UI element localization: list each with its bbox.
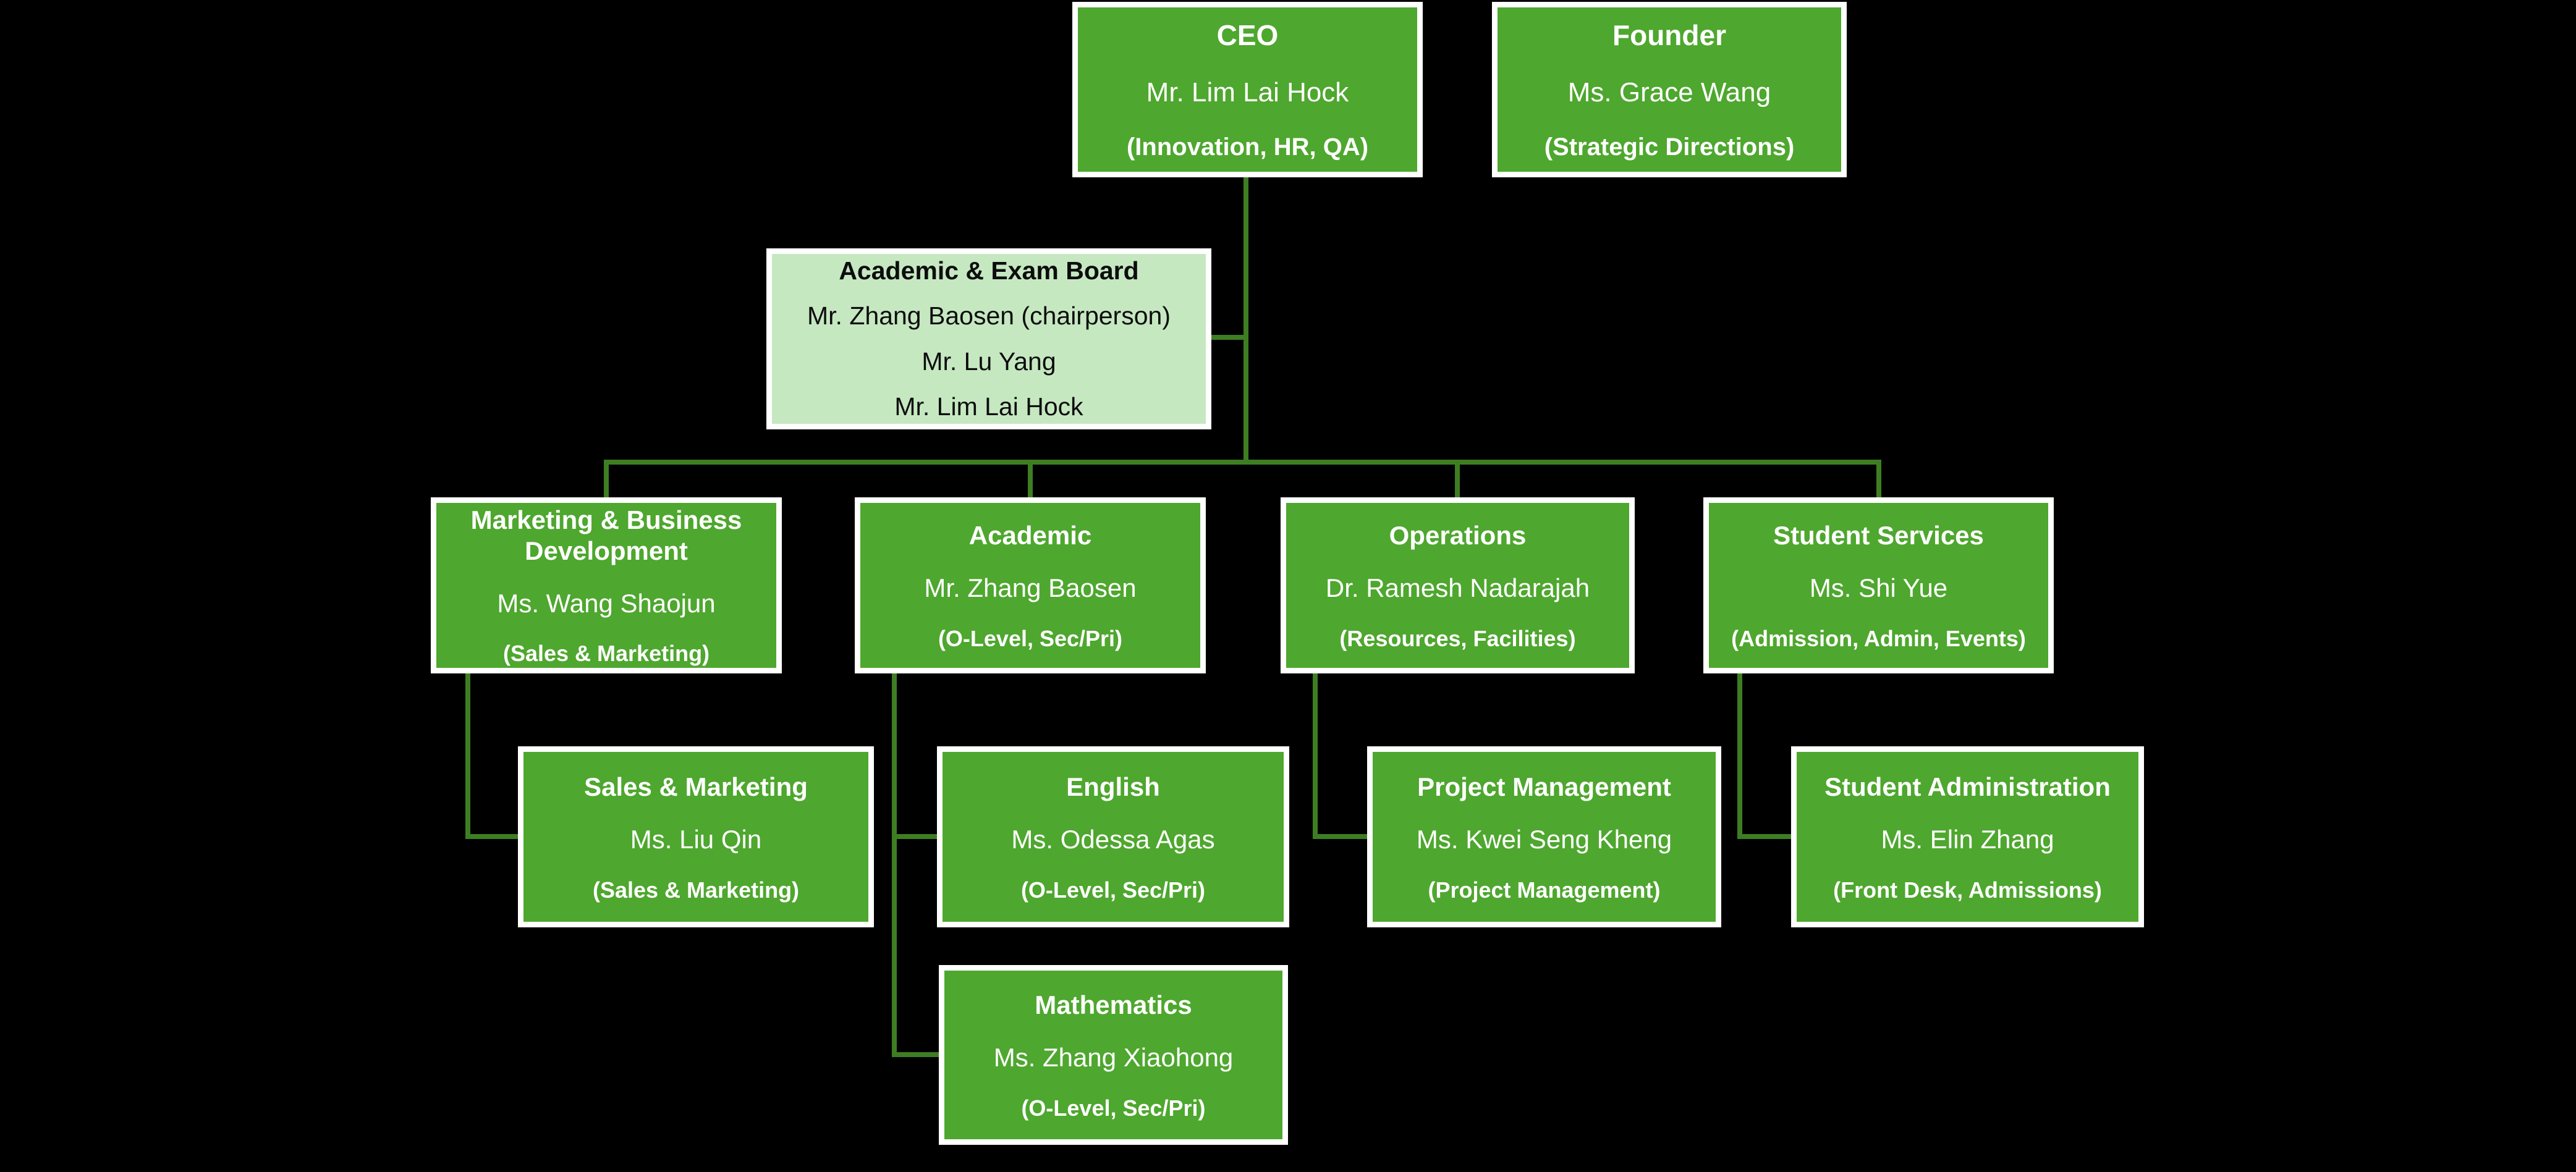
node-note: (Admission, Admin, Events) xyxy=(1731,625,2026,651)
node-note: (Innovation, HR, QA) xyxy=(1126,133,1369,161)
node-person: Ms. Grace Wang xyxy=(1567,77,1771,108)
org-node-student-administration[interactable]: Student Administration Ms. Elin Zhang (F… xyxy=(1791,746,2144,927)
connector-services-child-v xyxy=(1737,673,1742,839)
org-node-student-services[interactable]: Student Services Ms. Shi Yue (Admission,… xyxy=(1703,497,2054,673)
node-person: Dr. Ramesh Nadarajah xyxy=(1325,573,1590,603)
node-person: Ms. Elin Zhang xyxy=(1881,825,2054,854)
node-person: Ms. Shi Yue xyxy=(1809,573,1948,603)
node-title: Academic & Exam Board xyxy=(839,256,1139,285)
connector-board-link xyxy=(1211,335,1246,340)
node-note: (Sales & Marketing) xyxy=(502,641,710,667)
connector-marketing-child-h xyxy=(465,834,518,839)
node-note: (Front Desk, Admissions) xyxy=(1833,877,2102,903)
node-note: (Sales & Marketing) xyxy=(592,877,800,903)
connector-marketing-child-v xyxy=(465,673,470,839)
node-note: (O-Level, Sec/Pri) xyxy=(1021,1095,1206,1121)
node-title: Academic xyxy=(968,520,1092,550)
node-title: Marketing & Business Development xyxy=(470,505,742,565)
connector-drop-student-services xyxy=(1876,460,1881,499)
node-note: (Project Management) xyxy=(1428,877,1661,903)
node-note: (Resources, Facilities) xyxy=(1339,625,1576,651)
connector-services-child-h xyxy=(1737,834,1791,839)
connector-drop-operations xyxy=(1455,460,1460,499)
board-member: Mr. Lu Yang xyxy=(922,347,1056,376)
connector-drop-academic xyxy=(1028,460,1033,499)
org-node-founder[interactable]: Founder Ms. Grace Wang (Strategic Direct… xyxy=(1492,2,1847,177)
org-node-project-management[interactable]: Project Management Ms. Kwei Seng Kheng (… xyxy=(1367,746,1721,927)
connector-ceo-trunk xyxy=(1244,177,1248,465)
node-person: Ms. Liu Qin xyxy=(630,825,762,854)
connector-academic-english-h xyxy=(892,834,937,839)
board-member: Mr. Zhang Baosen (chairperson) xyxy=(807,301,1171,331)
org-node-marketing-business-development[interactable]: Marketing & Business Development Ms. Wan… xyxy=(431,497,782,673)
node-title: Founder xyxy=(1612,19,1726,51)
node-note: (Strategic Directions) xyxy=(1544,133,1795,161)
node-title: Student Services xyxy=(1773,520,1984,550)
org-node-operations[interactable]: Operations Dr. Ramesh Nadarajah (Resourc… xyxy=(1281,497,1635,673)
connector-academic-child-v xyxy=(892,673,897,1057)
node-note: (O-Level, Sec/Pri) xyxy=(938,625,1123,651)
node-person: Ms. Odessa Agas xyxy=(1011,825,1215,854)
org-node-academic[interactable]: Academic Mr. Zhang Baosen (O-Level, Sec/… xyxy=(855,497,1206,673)
org-node-academic-exam-board[interactable]: Academic & Exam Board Mr. Zhang Baosen (… xyxy=(766,248,1211,429)
node-note: (O-Level, Sec/Pri) xyxy=(1020,877,1206,903)
org-node-ceo[interactable]: CEO Mr. Lim Lai Hock (Innovation, HR, QA… xyxy=(1072,2,1423,177)
org-node-mathematics[interactable]: Mathematics Ms. Zhang Xiaohong (O-Level,… xyxy=(939,965,1288,1145)
node-person: Mr. Lim Lai Hock xyxy=(1146,77,1349,108)
node-title: Operations xyxy=(1389,520,1527,550)
connector-academic-math-h xyxy=(892,1052,939,1057)
board-member: Mr. Lim Lai Hock xyxy=(894,392,1083,421)
node-person: Mr. Zhang Baosen xyxy=(924,573,1137,603)
node-title: Project Management xyxy=(1417,772,1671,801)
node-person: Ms. Wang Shaojun xyxy=(497,589,716,618)
node-title: English xyxy=(1066,772,1160,801)
connector-operations-child-h xyxy=(1313,834,1367,839)
connector-operations-child-v xyxy=(1313,673,1318,839)
node-title: Student Administration xyxy=(1824,772,2111,801)
connector-drop-marketing xyxy=(604,460,609,499)
connector-distribution-bar xyxy=(604,460,1881,465)
org-node-english[interactable]: English Ms. Odessa Agas (O-Level, Sec/Pr… xyxy=(937,746,1289,927)
org-node-sales-marketing[interactable]: Sales & Marketing Ms. Liu Qin (Sales & M… xyxy=(518,746,874,927)
node-person: Ms. Zhang Xiaohong xyxy=(993,1043,1234,1073)
node-person: Ms. Kwei Seng Kheng xyxy=(1416,825,1672,854)
node-title: Mathematics xyxy=(1035,990,1192,1019)
node-title: Sales & Marketing xyxy=(584,772,808,801)
node-title: CEO xyxy=(1216,19,1279,51)
